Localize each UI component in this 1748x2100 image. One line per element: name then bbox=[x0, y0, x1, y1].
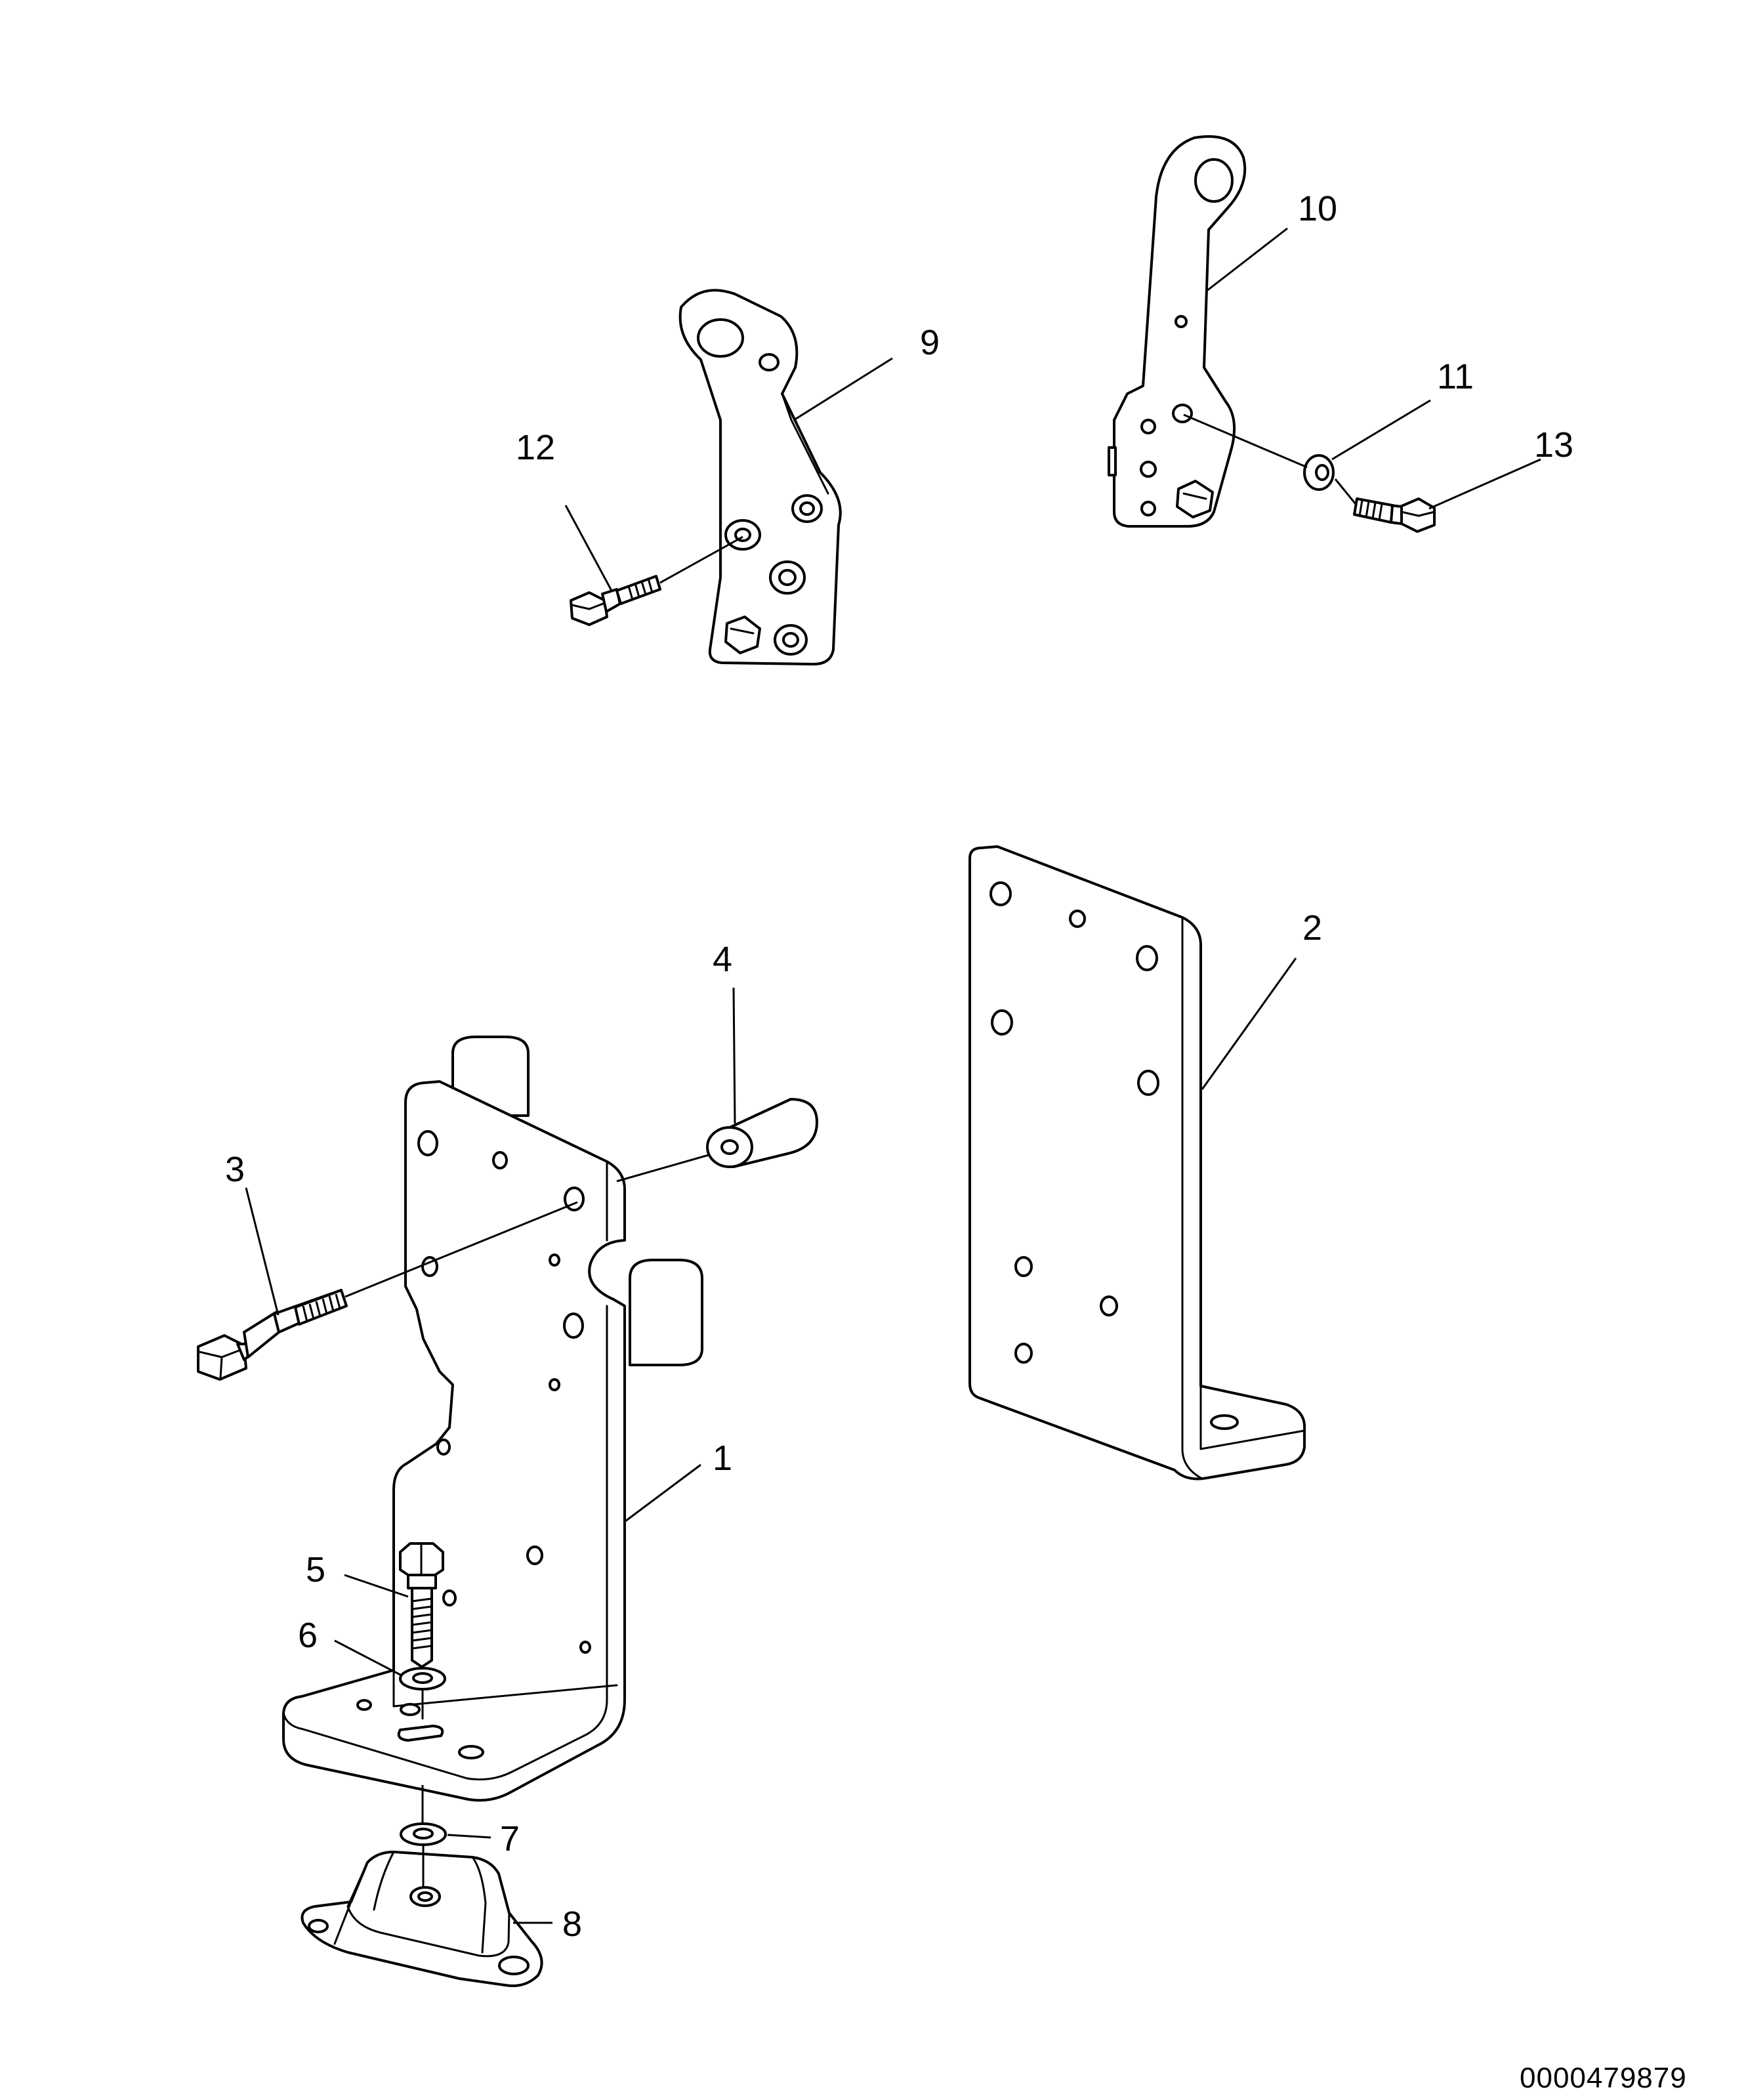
callout-12: 12 bbox=[516, 428, 555, 467]
part-7-washer bbox=[400, 1822, 447, 1846]
document-number: 0000479879 bbox=[1520, 2062, 1687, 2094]
callout-13: 13 bbox=[1534, 425, 1573, 465]
part-10-bracket bbox=[1108, 135, 1247, 528]
callout-4: 4 bbox=[713, 940, 732, 979]
part-6-washer bbox=[399, 1667, 446, 1690]
callout-11: 11 bbox=[1437, 357, 1474, 396]
callout-9: 9 bbox=[920, 323, 940, 362]
part-9-bracket bbox=[678, 289, 842, 665]
callout-8: 8 bbox=[562, 1904, 582, 1944]
assembly-axis-lines bbox=[344, 413, 1357, 1887]
part-12-bolt bbox=[570, 575, 661, 626]
part-1-main-bracket bbox=[282, 1036, 703, 1802]
leader-lines bbox=[245, 227, 1541, 1924]
part-13-bolt bbox=[1353, 497, 1436, 533]
callout-6: 6 bbox=[298, 1616, 318, 1655]
callout-5: 5 bbox=[306, 1550, 325, 1589]
part-8-rubber-mount bbox=[301, 1851, 543, 1987]
callout-10: 10 bbox=[1298, 189, 1337, 228]
callout-3: 3 bbox=[225, 1150, 245, 1189]
callout-7: 7 bbox=[500, 1819, 520, 1858]
callout-1: 1 bbox=[713, 1438, 732, 1478]
part-4-spacer bbox=[706, 1098, 818, 1168]
part-5-bolt bbox=[399, 1542, 444, 1668]
part-3-bolt-thread bbox=[302, 1293, 341, 1322]
part-11-washer bbox=[1303, 454, 1335, 491]
part-2-l-bracket bbox=[968, 845, 1306, 1480]
part-3-bolt bbox=[197, 1289, 348, 1381]
callout-2: 2 bbox=[1302, 908, 1322, 948]
